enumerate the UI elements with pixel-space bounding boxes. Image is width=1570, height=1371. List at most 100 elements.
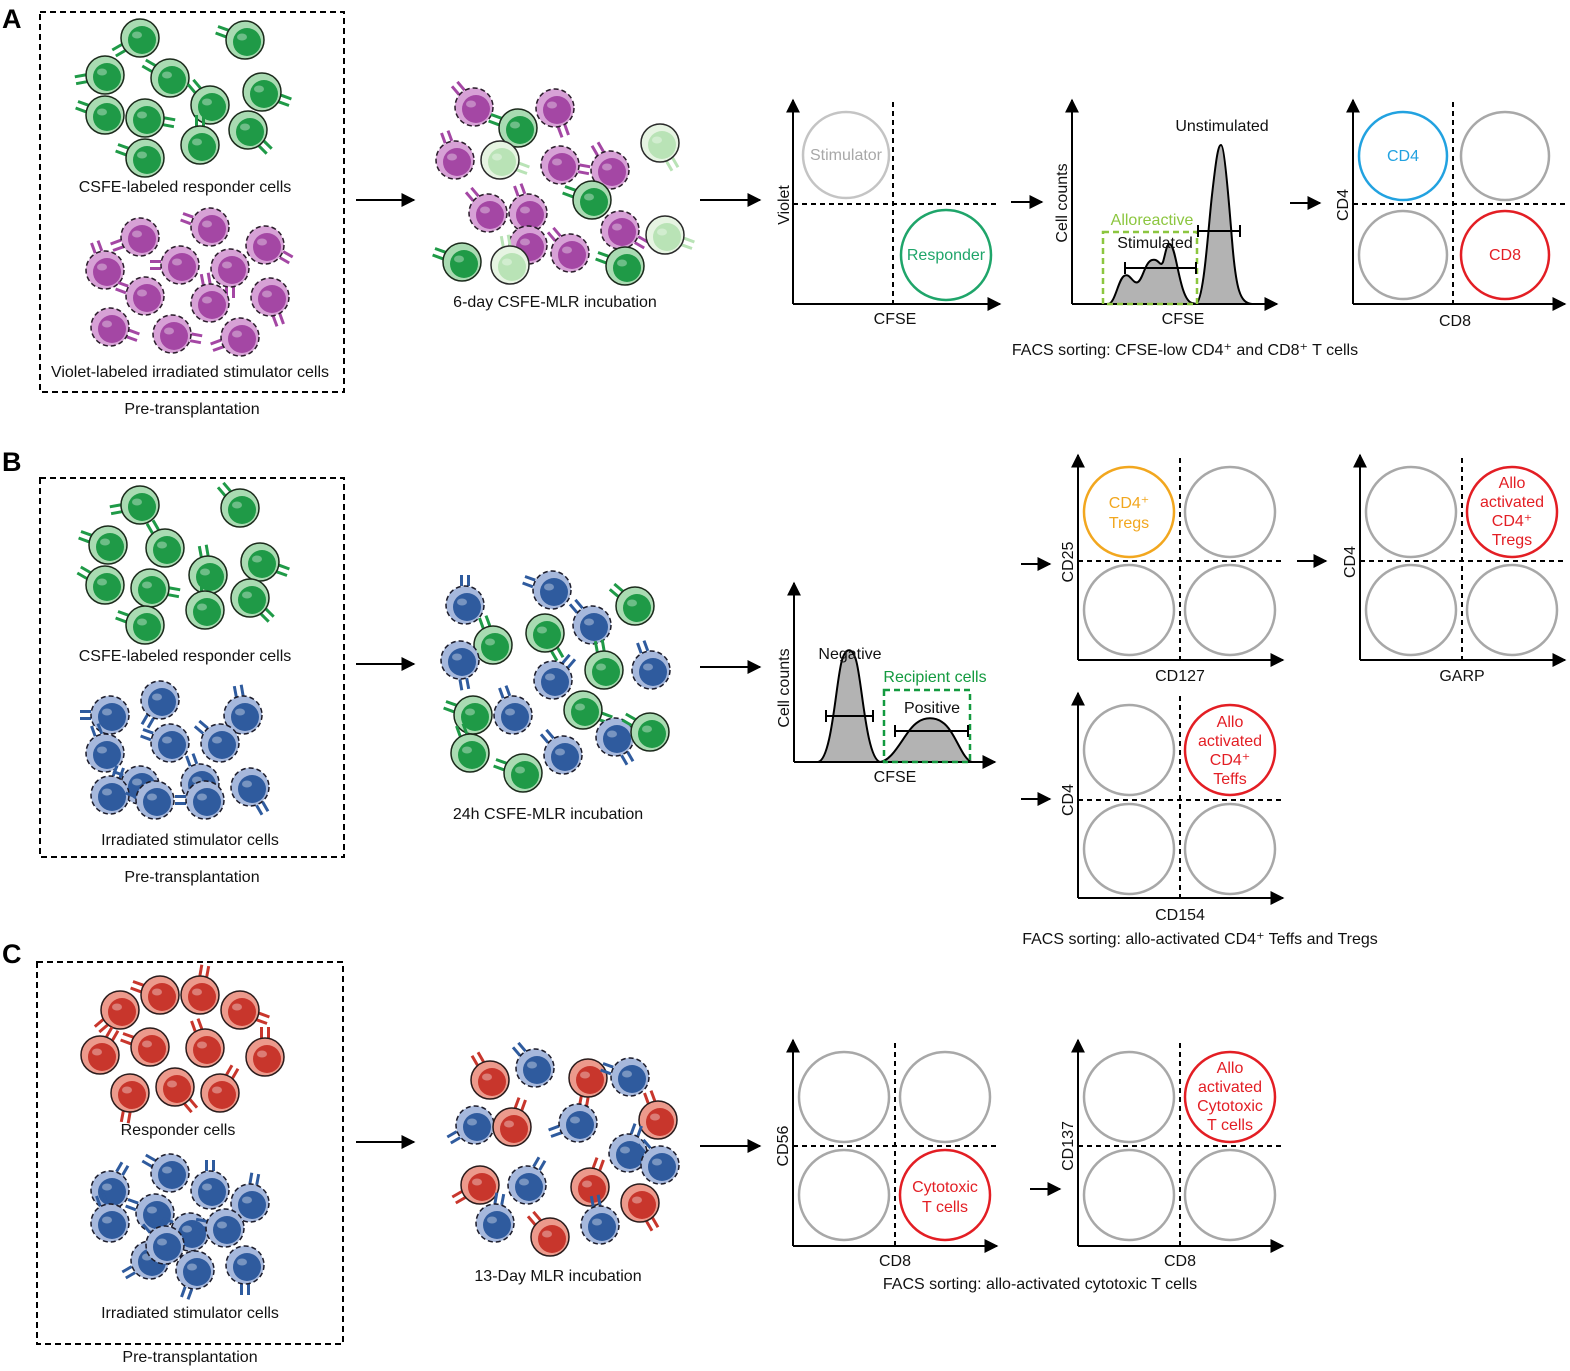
gate-empty — [1357, 209, 1449, 301]
cell-g — [443, 695, 493, 735]
cell-g — [595, 246, 645, 286]
cell-g — [186, 78, 230, 125]
cell-b — [140, 680, 180, 729]
cell-g — [621, 712, 670, 752]
panel-a-plot-violet-cfse: Stimulator Responder CFSE Violet — [776, 98, 1002, 328]
cell-r — [200, 1064, 240, 1113]
y-axis-label: CD25 — [1060, 541, 1077, 582]
cell-p — [250, 277, 290, 327]
gate-allo-cytotoxic-label-3: Cytotoxic — [1197, 1098, 1263, 1115]
cell-b — [522, 570, 572, 610]
cell-p — [508, 183, 548, 233]
gate-empty — [1364, 465, 1458, 559]
gate-stimulator — [801, 110, 891, 200]
panel-a-stimulator-cells — [85, 207, 294, 357]
cell-r — [470, 1051, 510, 1100]
cell-r — [120, 1027, 170, 1067]
cell-g — [109, 485, 160, 525]
gate-cd8-label: CD8 — [1489, 247, 1521, 264]
cell-b — [568, 598, 612, 645]
cell-p — [190, 272, 230, 323]
gate-allo-teffs-label-2: activated — [1198, 733, 1262, 750]
gate-empty — [1465, 563, 1559, 657]
cell-b — [608, 1123, 648, 1173]
gate-allo-tregs — [1465, 465, 1559, 559]
cell-b — [90, 1193, 130, 1243]
cell-p — [450, 80, 494, 127]
unstimulated-peak — [1195, 143, 1253, 305]
gate-allo-teffs-label-4: Teffs — [1213, 771, 1247, 788]
cell-p — [115, 276, 165, 316]
panel-b-stimulator-cells — [80, 680, 270, 820]
cell-r — [526, 1210, 570, 1257]
cell-l — [640, 123, 680, 172]
cell-b — [175, 1250, 215, 1300]
gate-empty — [1459, 110, 1551, 202]
panel-b-plot-cd4-garp: Allo activated CD4⁺ Tregs GARP CD4 — [1342, 453, 1567, 685]
gate-cytotoxic — [898, 1148, 992, 1242]
panel-b-stimulator-label: Irradiated stimulator cells — [101, 832, 279, 849]
panel-c-stimulator-label: Irradiated stimulator cells — [101, 1305, 279, 1322]
positive-peak — [879, 717, 973, 763]
cell-g — [216, 481, 260, 528]
cell-b — [90, 1161, 130, 1210]
cell-g — [228, 110, 273, 155]
gate-responder — [899, 208, 993, 302]
gate-cd4 — [1357, 110, 1449, 202]
alloreactive-label: Alloreactive — [1111, 212, 1194, 229]
cell-r — [570, 1157, 610, 1207]
cell-g — [115, 605, 165, 645]
cell-b — [175, 780, 225, 820]
x-axis-label: CFSE — [874, 769, 917, 786]
gate-empty — [1082, 563, 1176, 657]
panel-b-incubation-label: 24h CSFE-MLR incubation — [453, 806, 643, 823]
cell-b — [595, 717, 635, 766]
cell-p — [150, 245, 200, 285]
panel-a-pretransplant-box — [39, 11, 345, 393]
stimulated-label: Stimulated — [1117, 235, 1193, 252]
cell-g — [563, 690, 613, 730]
cell-g — [488, 108, 538, 148]
y-axis-label: Cell counts — [776, 648, 793, 727]
cell-p — [110, 217, 160, 257]
panel-a-incubation-label: 6-day CSFE-MLR incubation — [453, 294, 657, 311]
cell-r — [185, 1018, 225, 1068]
cell-g — [130, 568, 181, 608]
cell-p — [590, 141, 630, 190]
gate-tregs-label-1: CD4⁺ — [1109, 495, 1149, 512]
panel-c: C Responder cells Irradiated stimulator … — [2, 939, 1285, 1366]
cell-g — [185, 580, 225, 630]
panel-b-responder-cells — [76, 481, 290, 645]
gate-cd8 — [1459, 209, 1551, 301]
panel-a-cfse-histogram: Unstimulated Alloreactive Stimulated CFS… — [1054, 98, 1279, 328]
cell-r — [130, 975, 180, 1015]
panel-c-responder-label: Responder cells — [121, 1122, 236, 1139]
cell-g — [141, 58, 190, 98]
cell-b — [631, 640, 671, 690]
cell-g — [115, 138, 165, 178]
cell-g — [215, 20, 265, 60]
cell-b — [141, 1153, 190, 1193]
gate-empty — [1082, 1050, 1176, 1144]
gate-empty — [1183, 802, 1277, 896]
cell-p — [435, 130, 475, 180]
cell-g — [473, 615, 513, 665]
x-axis-label: CD8 — [1164, 1253, 1196, 1270]
panel-c-mlr-cells — [446, 1041, 680, 1257]
cell-b — [600, 1057, 650, 1097]
cell-l — [480, 140, 530, 180]
panel-c-stimulator-cells — [90, 1153, 270, 1300]
cell-p — [210, 317, 260, 357]
panel-a: A CSFE-labeled responder cells Violet-la… — [2, 4, 1567, 418]
panel-a-caption: Pre-transplantation — [124, 401, 259, 418]
cell-g — [584, 639, 624, 690]
gate-allo-tregs-label-2: activated — [1480, 494, 1544, 511]
cell-p — [546, 226, 590, 273]
y-axis-label: CD4 — [1342, 546, 1359, 578]
cell-g — [111, 18, 160, 58]
gate-empty — [1183, 465, 1277, 559]
gate-allo-cytotoxic-label-4: T cells — [1207, 1117, 1253, 1134]
y-axis-label: CD56 — [775, 1125, 792, 1166]
cell-g — [240, 542, 290, 582]
panel-b: B CSFE-labeled responder cells Irradiate… — [2, 447, 1567, 948]
